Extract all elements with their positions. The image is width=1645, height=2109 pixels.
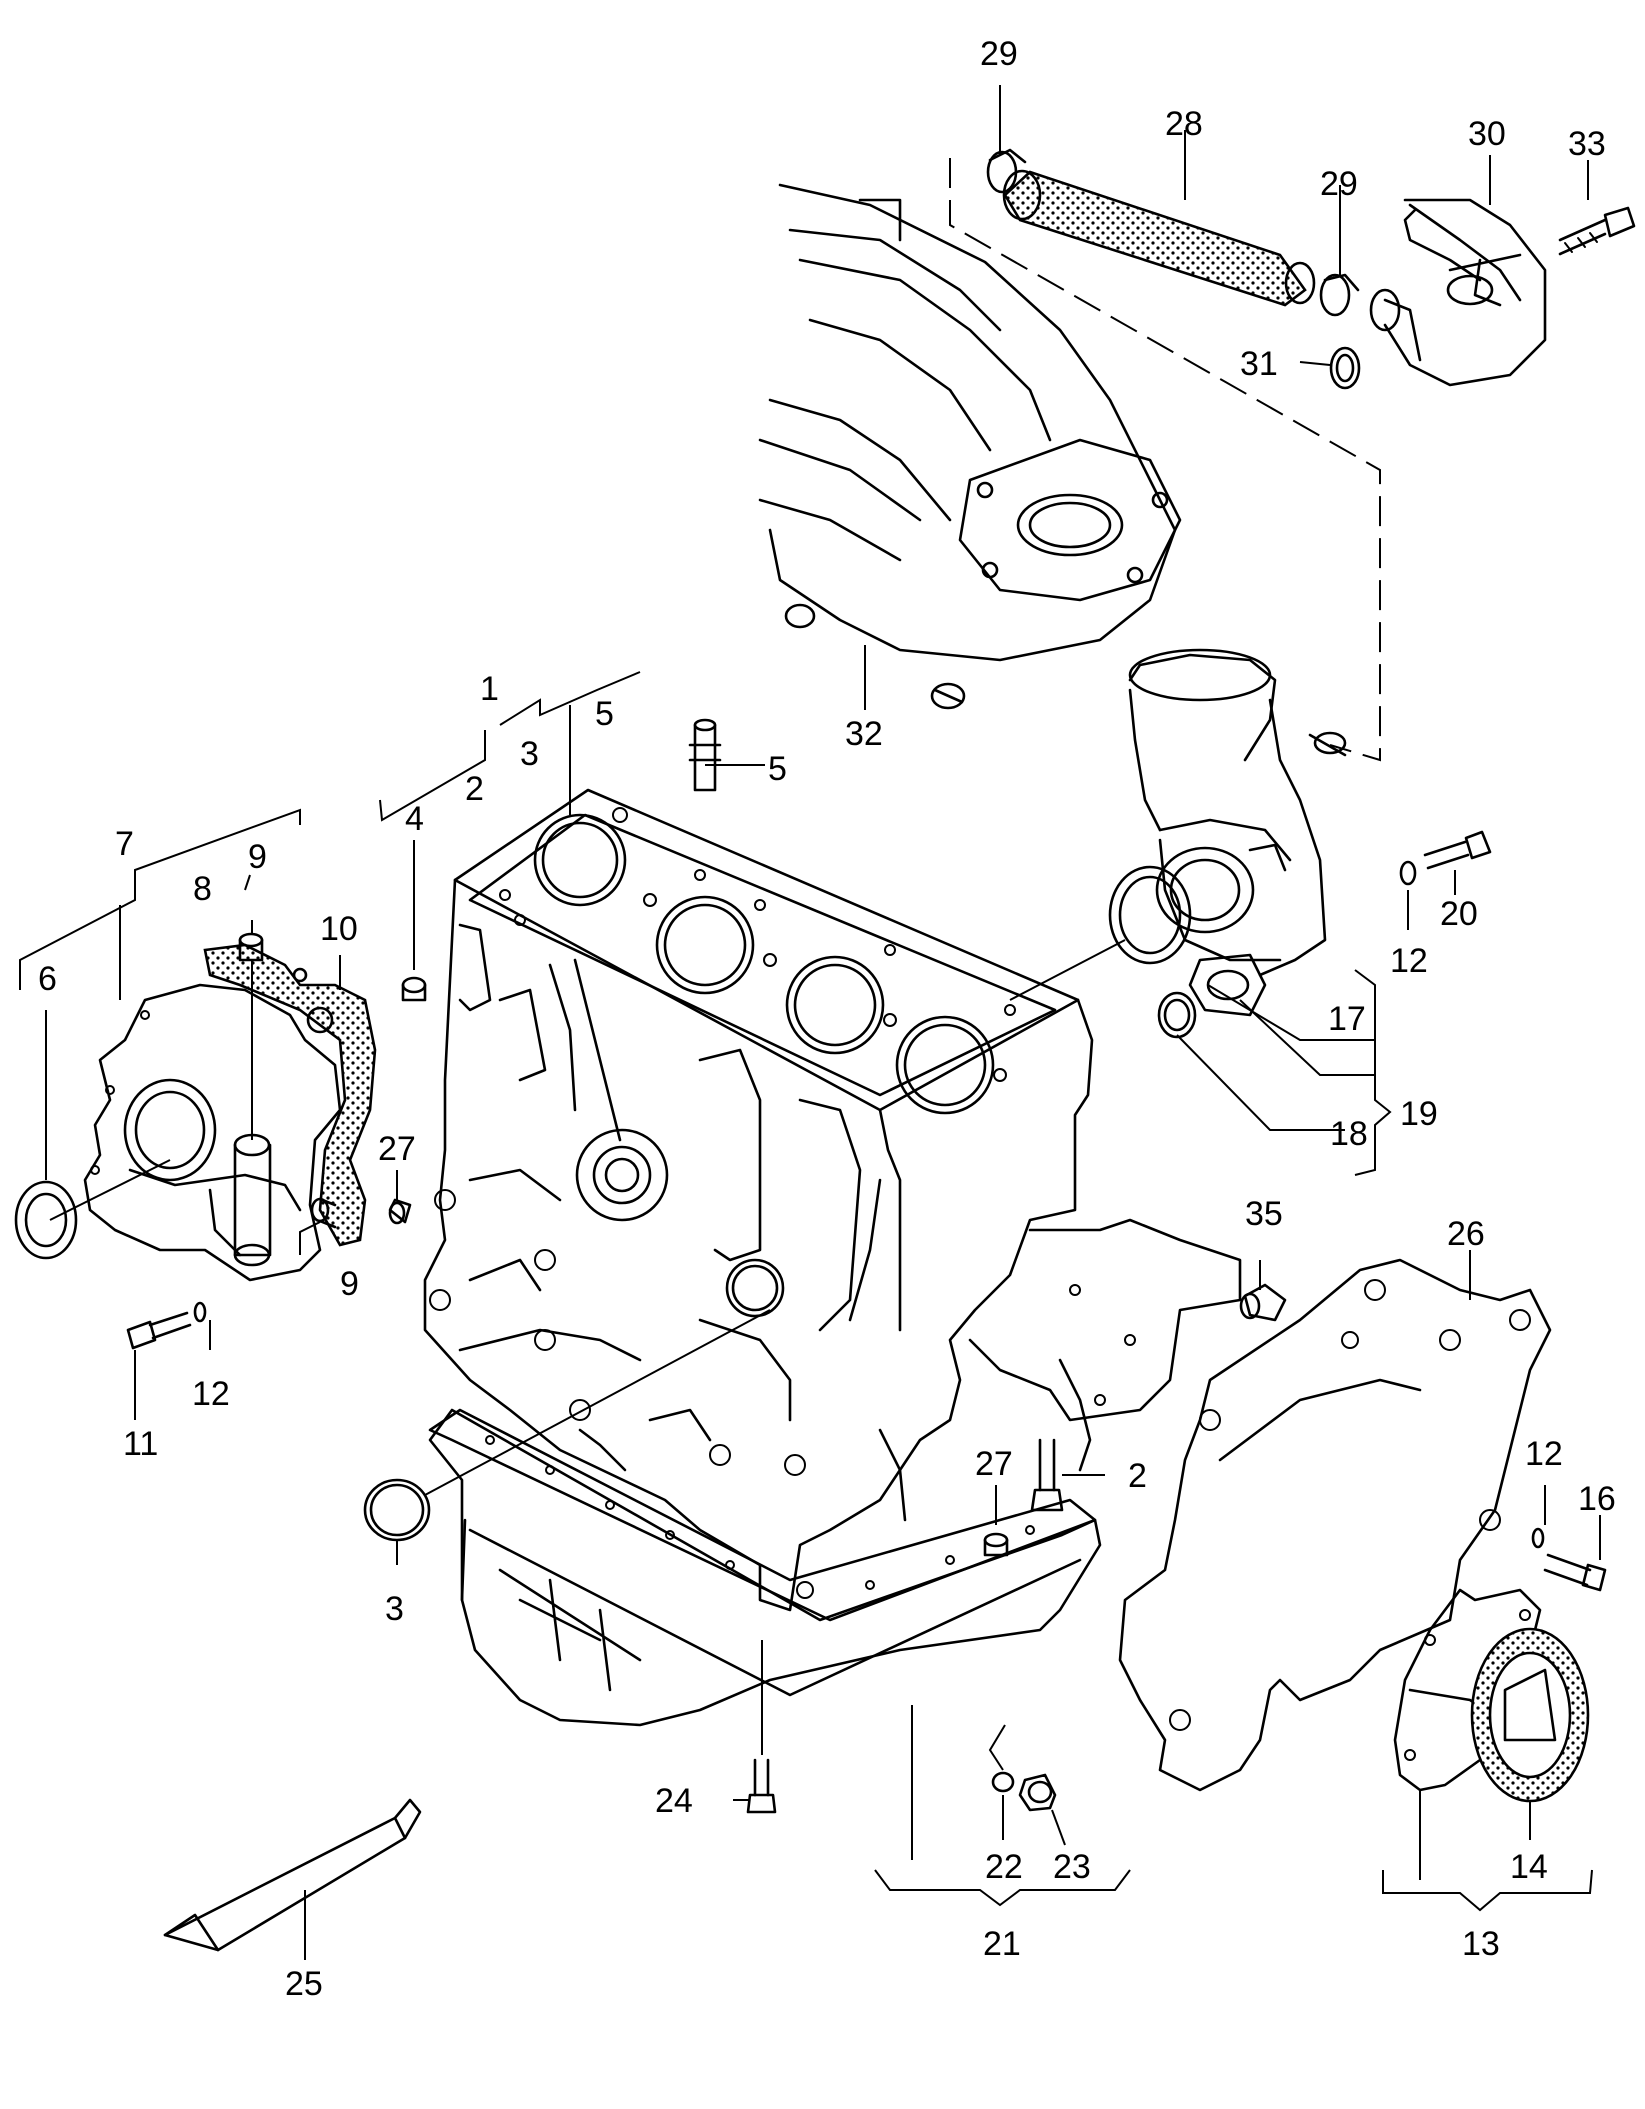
callout-12-rear: 12 (1525, 1435, 1563, 1473)
callout-30: 30 (1468, 115, 1506, 153)
intake-manifold (758, 183, 1182, 710)
oil-filter-housing (1128, 648, 1347, 977)
vent-hose (1002, 169, 1316, 307)
bolt-2 (1030, 1438, 1064, 1512)
callout-10: 10 (320, 910, 358, 948)
o-ring-18 (1157, 991, 1197, 1039)
callout-27-left: 27 (378, 1130, 416, 1168)
callout-27-right: 27 (975, 1445, 1013, 1483)
callout-7: 7 (115, 825, 134, 863)
cylinder-block (423, 788, 1242, 1612)
seal-22 (991, 1771, 1015, 1793)
callout-9-top: 9 (248, 838, 267, 876)
sealant-tube-25 (163, 1798, 422, 1952)
sleeve-5 (688, 718, 722, 792)
callout-16: 16 (1578, 1480, 1616, 1518)
screw-33 (1558, 206, 1636, 256)
bolt-11 (126, 1311, 192, 1350)
dowel-4 (401, 976, 427, 1002)
callout-4: 4 (405, 800, 424, 838)
dowel-27-left (388, 1198, 412, 1225)
callout-8: 8 (193, 870, 212, 908)
intermediate-plate (1118, 1258, 1552, 1792)
drain-plug-23 (1018, 1773, 1057, 1812)
oil-pan-gasket (428, 1408, 1097, 1622)
sleeve-8 (233, 1133, 272, 1267)
washer-12-filter (1399, 860, 1417, 886)
callout-6: 6 (38, 960, 57, 998)
callout-3-bottom: 3 (385, 1590, 404, 1628)
callout-20: 20 (1440, 895, 1478, 933)
callout-29-right: 29 (1320, 165, 1358, 203)
dowel-27-right (983, 1532, 1009, 1557)
callout-26: 26 (1447, 1215, 1485, 1253)
gasket-19 (1188, 953, 1267, 1017)
washer-12-rear (1531, 1527, 1545, 1549)
callout-9-bottom: 9 (340, 1265, 359, 1303)
rear-oil-seal-14 (1470, 1627, 1590, 1803)
callout-29-top: 29 (980, 35, 1018, 73)
o-ring-31 (1329, 346, 1361, 390)
callout-33: 33 (1568, 125, 1606, 163)
callout-5-top: 5 (595, 695, 614, 733)
flange-gasket-10 (203, 943, 377, 1247)
callout-21: 21 (983, 1925, 1021, 1963)
washer-12-left (193, 1301, 207, 1323)
o-ring-17 (1108, 865, 1192, 965)
callout-14: 14 (1510, 1848, 1548, 1886)
dowel-35 (1239, 1283, 1287, 1322)
callout-25: 25 (285, 1965, 323, 2003)
callout-3-top: 3 (520, 735, 539, 773)
callout-5-right: 5 (768, 750, 787, 788)
callout-23: 23 (1053, 1848, 1091, 1886)
leader-lines (19, 85, 1601, 1960)
callout-18: 18 (1330, 1115, 1368, 1153)
bolt-24 (746, 1758, 777, 1814)
callout-2-top: 2 (465, 770, 484, 808)
callout-12-left: 12 (192, 1375, 230, 1413)
callout-35: 35 (1245, 1195, 1283, 1233)
front-seal-flange (83, 983, 342, 1282)
callout-labels: 29 28 30 33 29 31 32 1 5 3 2 5 4 7 9 8 1… (38, 35, 1616, 2003)
callout-19: 19 (1400, 1095, 1438, 1133)
callout-11: 11 (123, 1425, 158, 1463)
bolt-20 (1423, 830, 1492, 870)
callout-13: 13 (1462, 1925, 1500, 1963)
callout-1: 1 (480, 670, 499, 708)
callout-24: 24 (655, 1782, 693, 1820)
hose-clamp-right (1319, 273, 1360, 317)
callout-28: 28 (1165, 105, 1203, 143)
plug-3 (363, 1478, 431, 1542)
front-oil-seal-6 (14, 1180, 78, 1260)
dowel-9 (310, 1197, 337, 1229)
callout-12-upper-right: 12 (1390, 942, 1428, 980)
pressure-regulating-valve (1369, 198, 1547, 387)
callout-2-right: 2 (1128, 1457, 1147, 1495)
callout-17: 17 (1328, 1000, 1366, 1038)
callout-31: 31 (1240, 345, 1278, 383)
callout-22: 22 (985, 1848, 1023, 1886)
callout-32: 32 (845, 715, 883, 753)
bolt-16 (1543, 1553, 1607, 1592)
hose-clamp-left (986, 148, 1027, 194)
